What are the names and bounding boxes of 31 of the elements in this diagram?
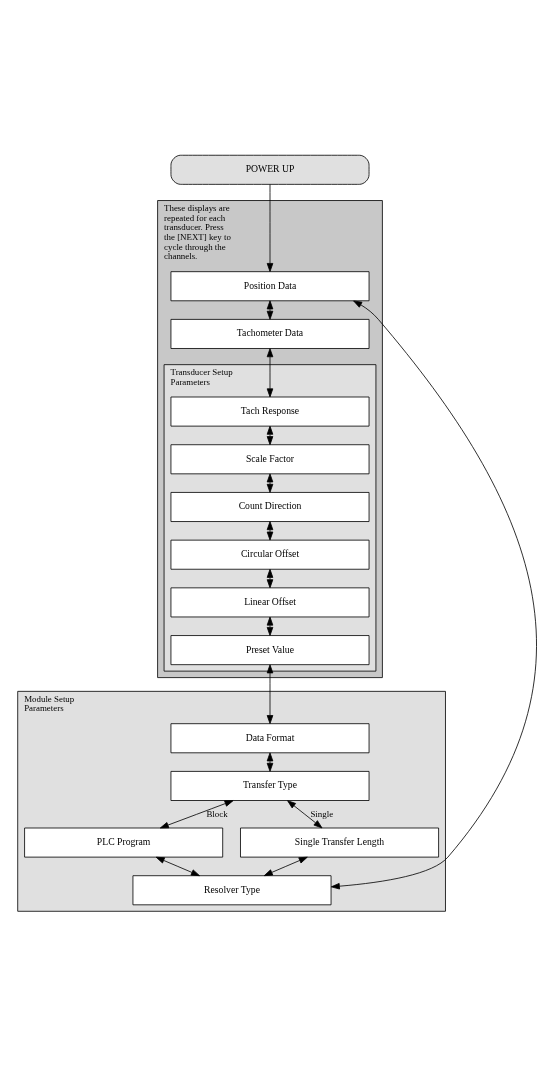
node-box: Circular Offset	[170, 539, 370, 570]
node-box: PLC Program	[24, 827, 224, 858]
edge-label: Block	[206, 808, 228, 819]
arrow	[330, 300, 537, 890]
node-box: Resolver Type	[132, 875, 332, 906]
node-box: Single Transfer Length	[240, 827, 439, 858]
node-box: Transfer Type	[170, 771, 370, 801]
node-box: Tachometer Data	[170, 318, 370, 349]
arrow	[287, 800, 323, 829]
node-box: Tach Response	[170, 396, 370, 427]
arrow	[159, 800, 234, 829]
node-box: Scale Factor	[170, 444, 370, 475]
arrow	[266, 752, 274, 772]
node-box: Preset Value	[170, 635, 370, 666]
node-box: POWER UP	[170, 154, 370, 185]
arrow	[266, 184, 274, 272]
node-box: Data Format	[170, 723, 370, 754]
node-box: Linear Offset	[170, 587, 370, 618]
arrow	[266, 616, 274, 636]
arrow	[266, 568, 274, 589]
node-box: Position Data	[170, 271, 370, 302]
arrow	[266, 348, 274, 398]
arrow	[155, 856, 200, 877]
arrow	[266, 425, 274, 446]
arrow	[266, 521, 274, 541]
arrow	[266, 664, 274, 724]
arrow	[263, 856, 308, 877]
arrow	[266, 473, 274, 493]
edge-label: Single	[310, 808, 334, 819]
node-box: Count Direction	[170, 492, 370, 522]
arrow	[266, 300, 274, 320]
